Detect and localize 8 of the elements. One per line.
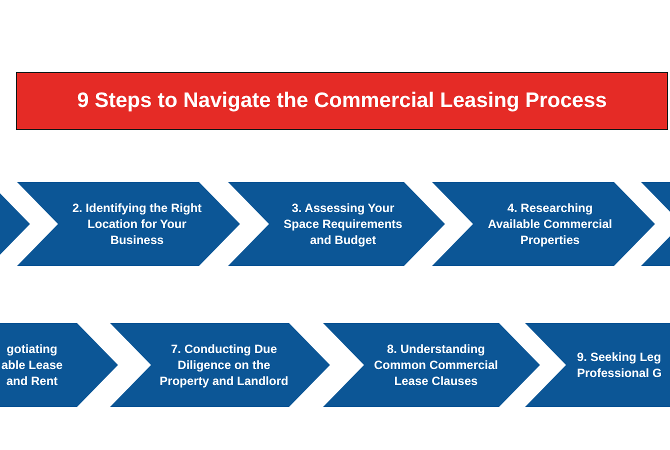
step-label: 4. Researching Available Commercial Properties	[486, 200, 614, 248]
step-label: 7. Conducting Due Diligence on the Property and Landlord	[158, 340, 290, 390]
step-label: 8. Understanding Common Commercial Lease Clauses	[372, 340, 500, 390]
step-label: 3. Assessing Your Space Requirements and Budget	[282, 200, 404, 248]
step-label: 9. Seeking Leg Professional G	[577, 348, 663, 382]
step-label: 2. Identifying the Right Location for Your Business	[71, 200, 203, 248]
title-banner: 9 Steps to Navigate the Commercial Leasing Process	[16, 72, 668, 130]
step-label: gotiating able Lease and Rent	[0, 340, 64, 390]
